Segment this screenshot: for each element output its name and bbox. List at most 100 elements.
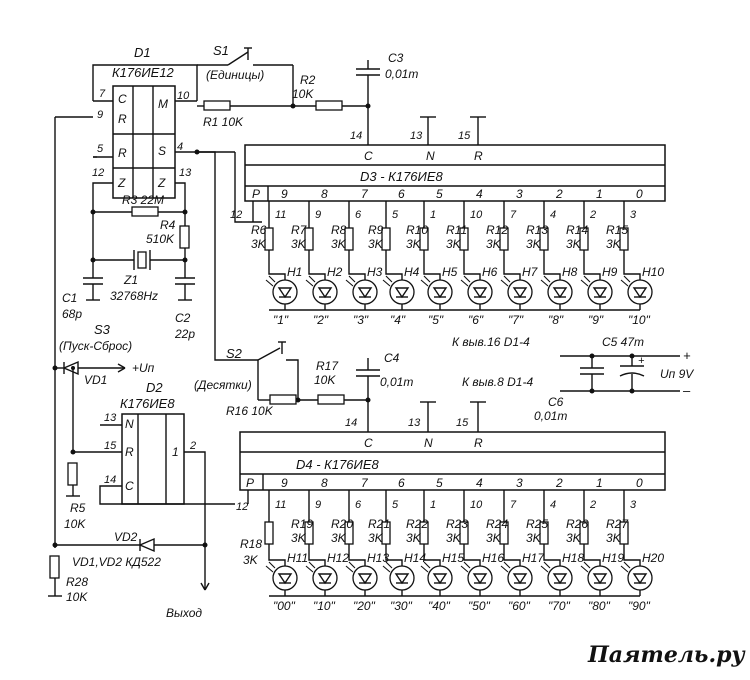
led-ref: H9 <box>602 265 618 279</box>
resistor-r2: R2 10K <box>292 73 368 111</box>
d1-pin-r: R <box>118 112 127 126</box>
led-label: "1" <box>273 313 289 327</box>
resistor-ref: R11 <box>446 223 467 237</box>
resistor-value: 3K <box>331 531 347 545</box>
led-icon <box>312 279 338 305</box>
svg-text:C3: C3 <box>388 51 404 65</box>
d1-pin-r2: R <box>118 146 127 160</box>
output-label: 6 <box>398 187 405 201</box>
led-icon <box>587 279 613 305</box>
output-label: 4 <box>476 187 483 201</box>
d1-pin-z2: Z <box>157 176 166 190</box>
pin-number: 11 <box>275 499 286 511</box>
pin-number: 10 <box>470 209 483 221</box>
svg-text:R28: R28 <box>66 575 88 589</box>
pin-number: 4 <box>550 499 556 511</box>
resistor-value: 3K <box>566 237 582 251</box>
output-label: 8 <box>321 476 328 490</box>
output-label: 5 <box>436 187 443 201</box>
pin-number: 2 <box>589 499 596 511</box>
output-label: 5 <box>436 476 443 490</box>
svg-text:13: 13 <box>179 167 192 179</box>
svg-text:R17: R17 <box>316 359 339 373</box>
led-icon <box>352 279 378 305</box>
svg-text:0,01m: 0,01m <box>380 375 413 389</box>
resistor-value: 3K <box>486 237 502 251</box>
resistor-value: 3K <box>446 531 462 545</box>
pin-number: 11 <box>275 209 286 221</box>
svg-text:VD2: VD2 <box>114 530 138 544</box>
led-icon <box>627 565 653 591</box>
svg-text:S1: S1 <box>213 43 229 58</box>
led-ref: H15 <box>442 551 464 565</box>
resistor-ref: R15 <box>606 223 628 237</box>
pin-number: 7 <box>510 209 517 221</box>
led-icon <box>427 565 453 591</box>
resistor-ref: R6 <box>251 223 267 237</box>
d1-type: К176ИЕ12 <box>112 65 175 80</box>
svg-text:13: 13 <box>408 417 421 429</box>
led-ref: H5 <box>442 265 458 279</box>
svg-text:510K: 510K <box>146 232 175 246</box>
pin-number: 9 <box>315 209 321 221</box>
resistor-ref: R26 <box>566 517 588 531</box>
led-ref: H18 <box>562 551 584 565</box>
resistor-value: 3K <box>446 237 462 251</box>
resistor-value: 3K <box>526 237 542 251</box>
led-ref: H4 <box>404 265 420 279</box>
resistor-ref: R12 <box>486 223 508 237</box>
s3-label: S3 (Пуск-Сброс) <box>59 322 132 353</box>
svg-text:C6: C6 <box>548 395 564 409</box>
svg-text:C4: C4 <box>384 351 400 365</box>
svg-text:+: + <box>683 348 691 363</box>
output-label: 0 <box>636 187 643 201</box>
led-label: "8" <box>548 313 564 327</box>
led-label: "3" <box>353 313 369 327</box>
svg-text:Z1: Z1 <box>123 273 138 287</box>
led-icon <box>312 565 338 591</box>
svg-text:N: N <box>125 417 134 431</box>
led-label: "4" <box>390 313 406 327</box>
svg-text:1: 1 <box>172 445 179 459</box>
led-icon <box>587 565 613 591</box>
pin-number: 1 <box>430 499 436 511</box>
led-label: "70" <box>548 599 571 613</box>
led-label: "40" <box>428 599 451 613</box>
svg-text:–: – <box>682 383 691 398</box>
output-label: 3 <box>516 476 523 490</box>
d1-pin-s: S <box>158 144 166 158</box>
chip-d1: D1 К176ИЕ12 C R M R S Z Z 7 9 10 5 4 12 … <box>92 45 198 199</box>
output-label: 2 <box>555 476 563 490</box>
svg-text:R18: R18 <box>240 537 262 551</box>
svg-text:R2: R2 <box>300 73 316 87</box>
resistor-r28: R28 10K <box>48 555 88 604</box>
chip-d4: D4 - К176ИЕ8 C N R P 14 13 15 12 <box>236 401 666 513</box>
led-icon <box>272 565 298 591</box>
svg-text:C2: C2 <box>175 311 191 325</box>
svg-text:P: P <box>252 187 260 201</box>
resistor-ref: R24 <box>486 517 508 531</box>
led-icon <box>352 565 378 591</box>
led-icon <box>427 279 453 305</box>
svg-text:0,01m: 0,01m <box>534 409 567 423</box>
resistor-value: 3K <box>526 531 542 545</box>
output-label: 1 <box>596 476 603 490</box>
svg-text:S3: S3 <box>94 322 111 337</box>
output-label: 3 <box>516 187 523 201</box>
led-ref: H19 <box>602 551 624 565</box>
output-label: 9 <box>281 187 288 201</box>
resistor-r1: R1 10K <box>197 100 316 129</box>
diode-vd1: +Uп VD1 <box>52 360 155 387</box>
svg-text:13: 13 <box>104 412 117 424</box>
svg-text:12: 12 <box>92 167 104 179</box>
capacitor-c3: C3 0,01m <box>356 51 418 145</box>
svg-text:10K: 10K <box>292 87 314 101</box>
led-ref: H10 <box>642 265 664 279</box>
d1-pin-c: C <box>118 92 127 106</box>
svg-text:R4: R4 <box>160 218 176 232</box>
resistor-ref: R10 <box>406 223 428 237</box>
led-icon <box>507 565 533 591</box>
resistor-value: 3K <box>368 531 384 545</box>
svg-text:10K: 10K <box>314 373 336 387</box>
resistor-ref: R14 <box>566 223 588 237</box>
